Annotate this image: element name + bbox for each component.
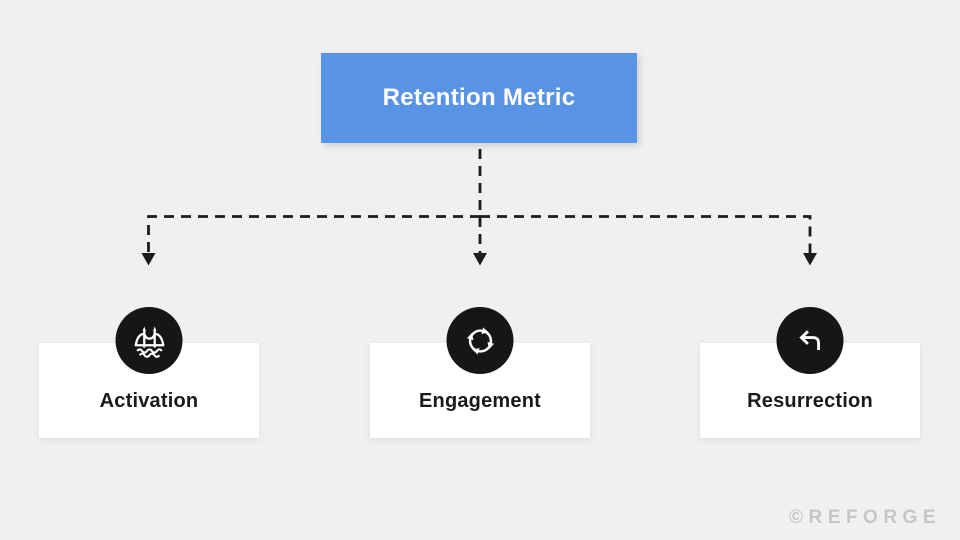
cycle-arrows-icon	[466, 326, 494, 355]
reforge-watermark: ©REFORGE	[789, 507, 941, 528]
activation-label: Activation	[99, 390, 199, 412]
activation-node-card: Activation	[39, 307, 259, 438]
resurrection-label: Resurrection	[747, 390, 873, 412]
activation-icon-circle	[115, 307, 183, 374]
resurrection-icon-circle	[776, 307, 844, 374]
connector-left	[141, 215, 480, 266]
return-arrow-icon	[798, 329, 820, 350]
retention-metric-label: Retention Metric	[382, 84, 576, 111]
retention-metric-node: Retention Metric	[321, 53, 637, 143]
engagement-label: Engagement	[418, 390, 542, 412]
engagement-node-card: Engagement	[370, 307, 590, 438]
connector-right	[480, 215, 817, 266]
resurrection-node-card: Resurrection	[700, 307, 920, 438]
bridge-icon	[134, 325, 164, 358]
engagement-icon-circle	[446, 307, 514, 374]
